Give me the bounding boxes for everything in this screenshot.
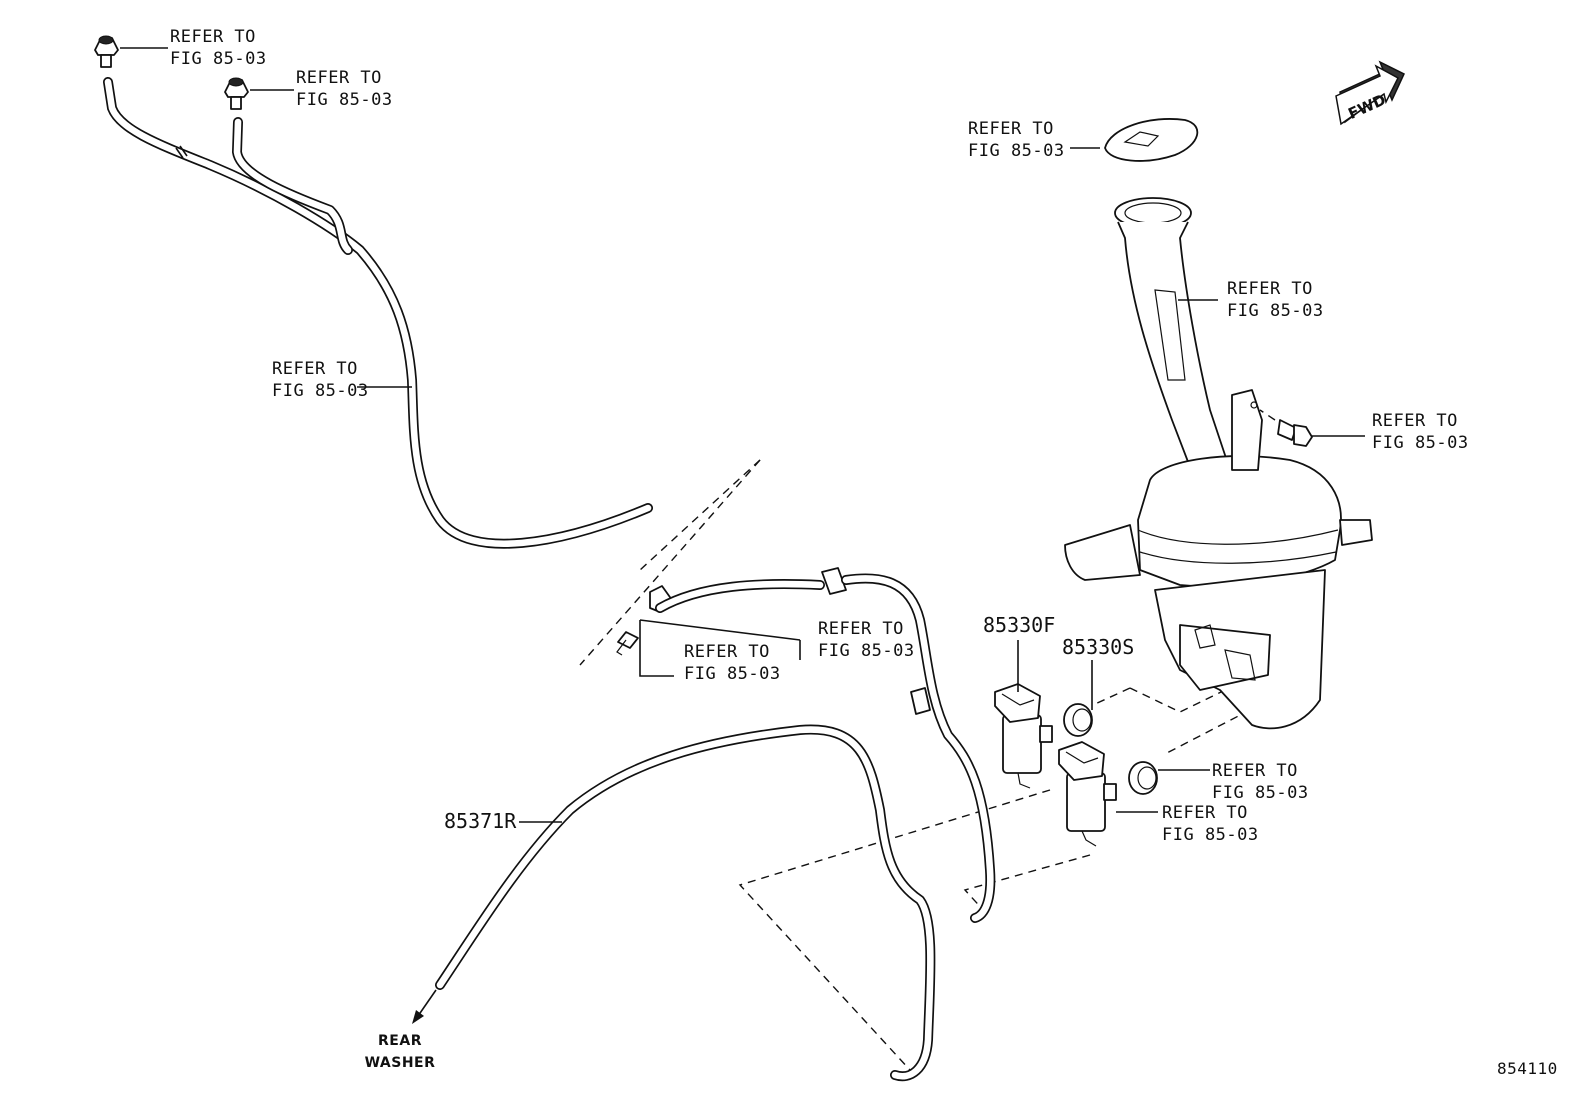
rear-washer-line2: WASHER xyxy=(364,1055,436,1071)
fwd-arrow-icon: FWD xyxy=(1335,60,1405,126)
callout-line2: FIG 85-03 xyxy=(296,90,393,110)
callout-joint-a: REFER TO FIG 85-03 xyxy=(818,618,915,662)
washer-pump-motor xyxy=(994,640,1158,847)
callout-line1: REFER TO xyxy=(296,68,382,88)
callout-line1: REFER TO xyxy=(170,27,256,47)
callout-line2: FIG 85-03 xyxy=(170,49,267,69)
callout-line1: REFER TO xyxy=(968,119,1054,139)
callout-line2: FIG 85-03 xyxy=(684,664,781,684)
part-number-rear-hose: 85371R xyxy=(444,809,517,833)
callout-line1: REFER TO xyxy=(1227,279,1313,299)
exploded-view-lines xyxy=(579,409,1276,1071)
callout-nozzle-left: REFER TO FIG 85-03 xyxy=(170,26,267,70)
callout-inlet: REFER TO FIG 85-03 xyxy=(1227,278,1324,322)
callout-line2: FIG 85-03 xyxy=(1227,301,1324,321)
callout-line2: FIG 85-03 xyxy=(1372,433,1469,453)
hose-joint-parts xyxy=(616,567,996,923)
figure-number: 854110 xyxy=(1497,1059,1558,1078)
washer-nozzle-right xyxy=(224,77,294,110)
callout-cap: REFER TO FIG 85-03 xyxy=(968,118,1065,162)
part-number-pump-motor: 85330F xyxy=(983,613,1056,637)
callout-nozzle-right: REFER TO FIG 85-03 xyxy=(296,67,393,111)
washer-nozzle-left xyxy=(94,35,168,68)
callout-front-hose: REFER TO FIG 85-03 xyxy=(272,358,369,402)
callout-joint-b: REFER TO FIG 85-03 xyxy=(684,641,781,685)
callout-grommet: REFER TO FIG 85-03 xyxy=(1212,760,1309,804)
callout-pump-front: REFER TO FIG 85-03 xyxy=(1162,802,1259,846)
callout-line1: REFER TO xyxy=(818,619,904,639)
callout-line1: REFER TO xyxy=(272,359,358,379)
callout-line2: FIG 85-03 xyxy=(968,141,1065,161)
rear-washer-hose xyxy=(412,724,936,1082)
washer-reservoir xyxy=(1064,197,1373,730)
callout-line2: FIG 85-03 xyxy=(1162,825,1259,845)
callout-line1: REFER TO xyxy=(1162,803,1248,823)
callout-line2: FIG 85-03 xyxy=(818,641,915,661)
pump-grommet xyxy=(1063,660,1210,795)
reservoir-bolt xyxy=(1277,419,1365,447)
reservoir-cap xyxy=(1070,118,1199,162)
callout-line2: FIG 85-03 xyxy=(1212,783,1309,803)
callout-line2: FIG 85-03 xyxy=(272,381,369,401)
callout-line1: REFER TO xyxy=(684,642,770,662)
rear-washer-label: REAR WASHER xyxy=(364,1030,436,1074)
front-washer-hose xyxy=(103,77,653,549)
callout-line1: REFER TO xyxy=(1212,761,1298,781)
part-number-grommet: 85330S xyxy=(1062,635,1135,659)
callout-line1: REFER TO xyxy=(1372,411,1458,431)
callout-bolt: REFER TO FIG 85-03 xyxy=(1372,410,1469,454)
rear-washer-line1: REAR xyxy=(378,1033,422,1049)
